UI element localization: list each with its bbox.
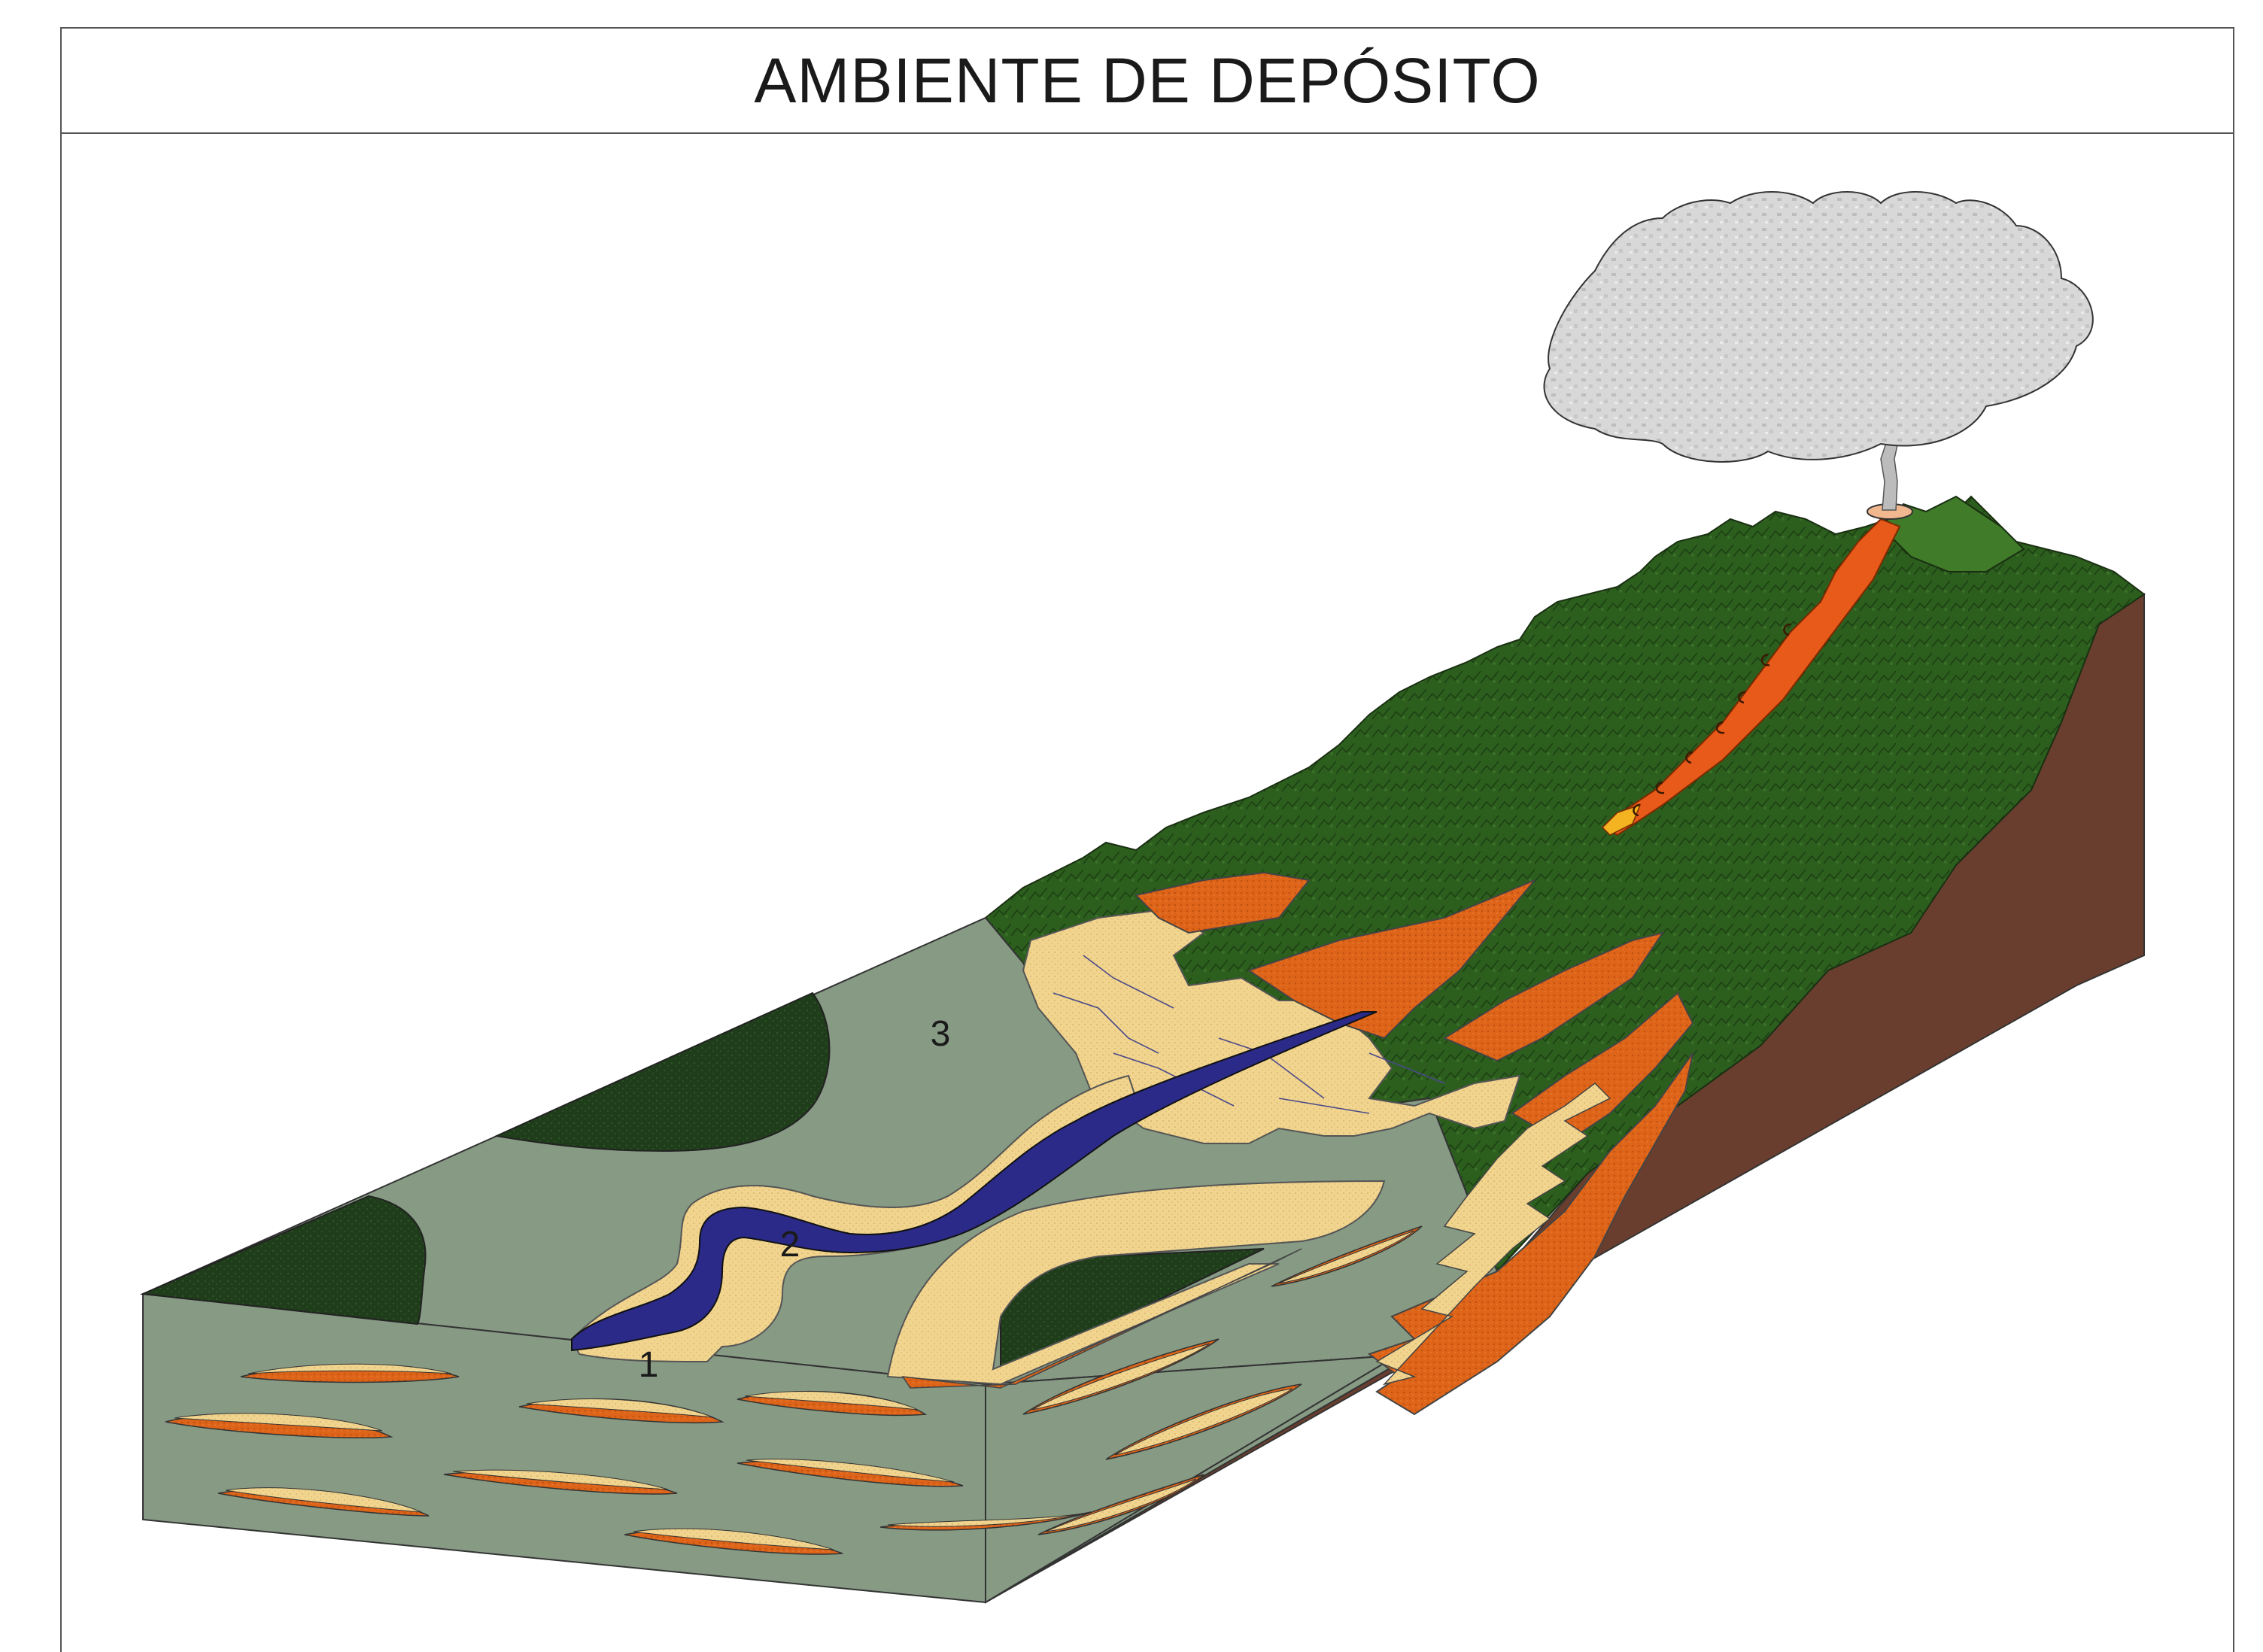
sand-lens <box>624 1528 843 1555</box>
forest-patch-upper <box>494 992 831 1152</box>
sand-lens <box>443 1469 678 1495</box>
volcano-peak <box>1879 495 2025 572</box>
zone-label-2: 2 <box>780 1225 800 1265</box>
sand-lens <box>737 1390 928 1417</box>
sand-lens <box>1037 1474 1204 1535</box>
river-channel <box>571 1011 1378 1352</box>
sand-lens <box>737 1459 964 1487</box>
front-face-lenses <box>165 1363 1092 1555</box>
zone-label-1: 1 <box>639 1345 659 1385</box>
interfingering-sand <box>1375 1083 1611 1386</box>
forest-patch-lower <box>140 1195 427 1326</box>
lava-swirls <box>1633 623 1791 817</box>
sand-lens <box>217 1487 430 1517</box>
orange-fan-3 <box>1442 931 1665 1062</box>
orange-fan-2 <box>1247 879 1535 1040</box>
sand-lens <box>518 1398 724 1424</box>
sand-lens <box>1022 1338 1220 1415</box>
page-title: AMBIENTE DE DEPÓSITO <box>754 44 1541 116</box>
alluvial-fan-sand <box>1022 909 1521 1144</box>
point-bar-edge <box>901 1248 1302 1389</box>
title-bar: AMBIENTE DE DEPÓSITO <box>62 29 2233 134</box>
orange-fan-1 <box>1135 871 1311 934</box>
sand-lens <box>1271 1225 1423 1287</box>
diagram-frame: AMBIENTE DE DEPÓSITO <box>60 27 2234 1652</box>
point-bar <box>886 1180 1386 1386</box>
sand-lens <box>240 1363 460 1383</box>
ash-cloud <box>1543 191 2094 463</box>
sand-lens <box>1105 1383 1302 1460</box>
sand-lens <box>165 1413 393 1439</box>
side-face-lenses <box>1022 1225 1423 1535</box>
zone-label-3: 3 <box>931 1014 951 1054</box>
